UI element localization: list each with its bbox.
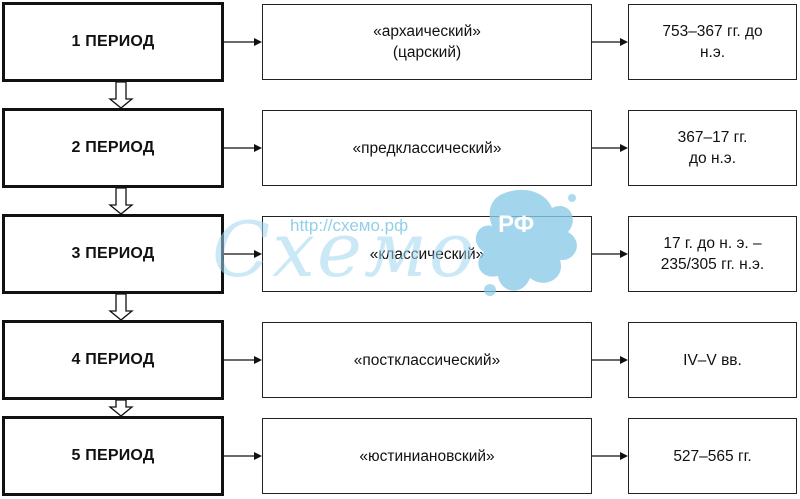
date-box-1: 753–367 гг. до н.э. — [628, 4, 797, 80]
name-box-5: «юстиниановский» — [262, 418, 592, 494]
period-box-1: 1 ПЕРИОД — [2, 2, 224, 82]
text-line: «юстиниановский» — [359, 447, 495, 465]
text-line: 17 г. до н. э. – — [663, 235, 762, 252]
text-block: 527–565 гг. — [673, 446, 751, 467]
period-label: 1 ПЕРИОД — [71, 33, 155, 50]
watermark-badge: РФ — [498, 211, 535, 238]
arrow-head — [254, 38, 262, 46]
text-block: «юстиниановский» — [359, 446, 494, 467]
date-box-5: 527–565 гг. — [628, 418, 797, 494]
text-line: «классический» — [369, 245, 485, 263]
text-line: 527–565 гг. — [673, 447, 752, 465]
text-block: «классический» — [370, 244, 485, 265]
period-box-4: 4 ПЕРИОД — [2, 320, 224, 400]
text-block: IV–V вв. — [683, 350, 742, 371]
date-box-2: 367–17 гг. до н.э. — [628, 110, 797, 186]
arrow-head — [620, 250, 628, 258]
text-line: 753–367 гг. до — [662, 23, 763, 40]
text-block: «архаический» (царский) — [373, 21, 481, 63]
period-box-2: 2 ПЕРИОД — [2, 108, 224, 188]
name-box-1: «архаический» (царский) — [262, 4, 592, 80]
down-arrow — [108, 399, 134, 417]
period-label: 2 ПЕРИОД — [71, 139, 155, 156]
arrow-head — [620, 38, 628, 46]
text-line: до н.э. — [688, 150, 737, 167]
arrow-head — [620, 452, 628, 460]
period-label: 5 ПЕРИОД — [71, 447, 155, 464]
text-line: IV–V вв. — [683, 351, 742, 369]
text-block: 367–17 гг. до н.э. — [678, 127, 748, 169]
name-box-2: «предклассический» — [262, 110, 592, 186]
period-label: 4 ПЕРИОД — [71, 351, 155, 368]
name-box-4: «постклассический» — [262, 322, 592, 398]
arrow-head — [254, 250, 262, 258]
text-line: «архаический» — [373, 23, 481, 40]
down-arrow — [108, 81, 134, 109]
arrow-head — [254, 356, 262, 364]
period-label: 3 ПЕРИОД — [71, 245, 155, 262]
text-line: «постклассический» — [353, 351, 501, 369]
period-box-5: 5 ПЕРИОД — [2, 416, 224, 496]
text-line: 367–17 гг. — [677, 129, 748, 146]
watermark-url: http://схемо.рф — [290, 216, 409, 235]
arrow-head — [620, 356, 628, 364]
text-block: «постклассический» — [354, 350, 500, 371]
down-arrow — [108, 293, 134, 321]
arrow-head — [254, 144, 262, 152]
period-box-3: 3 ПЕРИОД — [2, 214, 224, 294]
down-arrow — [108, 187, 134, 215]
text-block: 753–367 гг. до н.э. — [662, 21, 762, 63]
arrow-head — [620, 144, 628, 152]
text-line: н.э. — [699, 44, 726, 61]
text-line: 235/305 гг. н.э. — [660, 256, 765, 273]
text-block: «предклассический» — [353, 138, 502, 159]
text-line: (царский) — [392, 44, 462, 61]
text-line: «предклассический» — [352, 139, 502, 157]
date-box-3: 17 г. до н. э. – 235/305 гг. н.э. — [628, 216, 797, 292]
arrow-head — [254, 452, 262, 460]
watermark-logo: Схемо — [212, 205, 477, 294]
text-block: 17 г. до н. э. – 235/305 гг. н.э. — [661, 233, 764, 275]
date-box-4: IV–V вв. — [628, 322, 797, 398]
